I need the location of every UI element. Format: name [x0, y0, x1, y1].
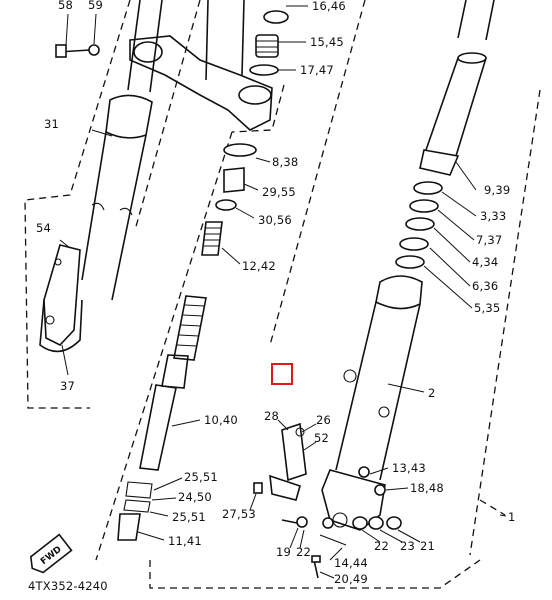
label-31: 31 [44, 117, 59, 131]
label-7-37: 7,37 [476, 233, 502, 247]
highlight-marker [271, 363, 293, 385]
label-30-56: 30,56 [258, 213, 292, 227]
dashed-boundaries [24, 0, 541, 589]
label-3-33: 3,33 [480, 209, 506, 223]
fork-cap-stack [249, 10, 289, 76]
label-29-55: 29,55 [262, 185, 296, 199]
label-6-36: 6,36 [472, 279, 498, 293]
label-1: 1 [508, 510, 516, 524]
leader-lines [59, 5, 507, 579]
label-2: 2 [428, 386, 436, 400]
label-17-47: 17,47 [300, 63, 334, 77]
label-52: 52 [314, 431, 329, 445]
label-12-42: 12,42 [242, 259, 276, 273]
top-bolt-group [55, 13, 100, 58]
label-24-50: 24,50 [178, 490, 212, 504]
label-11-41: 11,41 [168, 534, 202, 548]
label-27-53: 27,53 [222, 507, 256, 521]
label-10-40: 10,40 [204, 413, 238, 427]
reference-code: 4TX352-4240 [28, 579, 108, 593]
label-20-49: 20,49 [334, 572, 368, 586]
label-15-45: 15,45 [310, 35, 344, 49]
outer-tube [321, 275, 423, 531]
label-23: 23 [400, 539, 415, 553]
forward-direction-badge: FWD [29, 533, 73, 574]
label-26: 26 [316, 413, 331, 427]
callout-labels: 58 59 31 54 37 16,46 15,45 17,47 8,38 29… [28, 0, 516, 593]
label-4-34: 4,34 [472, 255, 498, 269]
label-13-43: 13,43 [392, 461, 426, 475]
label-19: 19 [276, 545, 291, 559]
label-9-39: 9,39 [484, 183, 510, 197]
left-fork-leg [39, 0, 163, 353]
label-58: 58 [58, 0, 73, 12]
label-25-51-upper: 25,51 [184, 470, 218, 484]
label-22-right: 22 [374, 539, 389, 553]
label-21: 21 [420, 539, 435, 553]
label-8-38: 8,38 [272, 155, 298, 169]
label-37: 37 [60, 379, 75, 393]
label-59: 59 [88, 0, 103, 12]
label-54: 54 [36, 221, 51, 235]
label-16-46: 16,46 [312, 0, 346, 13]
upper-bracket [129, 0, 273, 131]
label-14-44: 14,44 [334, 556, 368, 570]
damper-components [117, 143, 257, 541]
right-fork-tube [395, 0, 495, 269]
label-18-48: 18,48 [410, 481, 444, 495]
bottom-hardware [253, 422, 402, 579]
label-5-35: 5,35 [474, 301, 500, 315]
label-22-left: 22 [296, 545, 311, 559]
label-28: 28 [264, 409, 279, 423]
label-25-51-lower: 25,51 [172, 510, 206, 524]
